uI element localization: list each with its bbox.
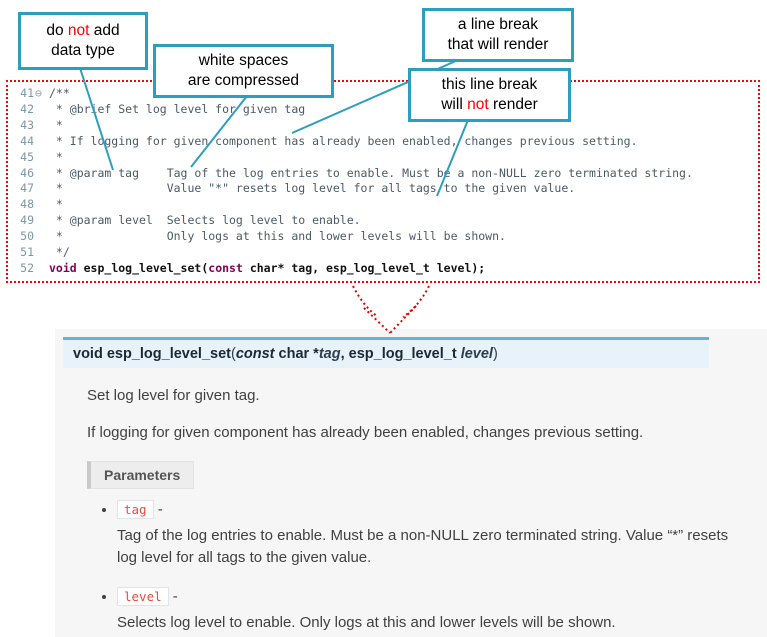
callout-whitespace-compressed-text: white spaces are compressed — [187, 51, 300, 89]
parameter-dash: - — [168, 587, 178, 605]
sig-keyword-void: void — [73, 346, 107, 362]
code-text: * — [49, 117, 63, 132]
parameters-heading: Parameters — [87, 460, 195, 489]
code-line: 43 * — [12, 118, 758, 134]
line-number: 47 — [20, 181, 34, 196]
parameter-description: Selects log level to enable. Only logs a… — [117, 613, 616, 631]
code-line: 45 * — [12, 150, 758, 166]
sig-paren: ) — [492, 346, 498, 362]
code-line: 49 * @param level Selects log level to e… — [12, 213, 758, 229]
line-number: 48 — [20, 197, 34, 212]
doc-preview-panel: void esp_log_level_set(const char *tag, … — [55, 329, 767, 637]
callout-text-highlight: not — [467, 96, 489, 113]
line-number: 44 — [20, 133, 34, 148]
parameter-term: tag — [117, 499, 154, 519]
callout-line-break-renders: a line break that will render — [422, 8, 574, 62]
code-text: * — [49, 149, 63, 164]
sig-param-level: level — [460, 346, 493, 362]
line-number: 46 — [20, 165, 34, 180]
line-number: 41 — [20, 86, 34, 100]
keyword-const: const — [208, 260, 243, 275]
code-text: * — [49, 197, 63, 212]
code-line-function-declaration: 52 void esp_log_level_set(const char* tag… — [12, 261, 758, 277]
callout-line-break-not-render-text: this line break will not render — [441, 75, 538, 115]
callout-text-part: render — [488, 96, 538, 113]
code-text: * @brief Set log level for given tag — [49, 101, 306, 116]
code-text: * Value "*" resets log level for all tag… — [49, 181, 576, 196]
code-line: 44 * If logging for given component has … — [12, 134, 758, 150]
line-number: 42 — [20, 101, 34, 116]
code-line: 42 * @brief Set log level for given tag — [12, 102, 758, 118]
fold-collapse-icon[interactable]: ⊖ — [35, 86, 42, 100]
sig-keyword-const: const — [235, 346, 275, 362]
doc-description: If logging for given component has alrea… — [87, 423, 644, 441]
line-number: 52 — [20, 260, 34, 275]
callout-text-part: do — [46, 21, 68, 39]
sig-type: esp_log_level_t — [348, 346, 461, 362]
function-args: char* tag, esp_log_level_t level); — [242, 260, 486, 275]
keyword-void: void — [49, 260, 77, 275]
doc-brief: Set log level for given tag. — [87, 387, 260, 404]
doc-body: Set log level for given tag. If logging … — [55, 368, 767, 634]
function-signature[interactable]: void esp_log_level_set(const char *tag, … — [63, 337, 709, 368]
parameter-item-level: level - Selects log level to enable. Onl… — [117, 586, 741, 635]
line-number: 51 — [20, 245, 34, 260]
callout-text-highlight: not — [67, 21, 90, 39]
callout-line-break-not-render: this line break will not render — [408, 68, 571, 122]
callout-no-data-type-text: do not add data type — [46, 21, 119, 61]
renders-to-arrow-icon — [352, 285, 430, 334]
callout-no-data-type: do not add data type — [18, 12, 148, 70]
line-number: 49 — [20, 213, 34, 228]
sig-paren: ( — [230, 346, 236, 362]
line-number: 43 — [20, 117, 34, 132]
code-text: * @param tag Tag of the log entries to e… — [49, 165, 693, 180]
sig-type: char * — [274, 346, 319, 362]
function-name: esp_log_level_set — [76, 260, 202, 275]
code-text: * If logging for given component has alr… — [49, 133, 638, 148]
parameter-dash: - — [153, 500, 163, 518]
code-line: 47 * Value "*" resets log level for all … — [12, 181, 758, 197]
line-number: 45 — [20, 149, 34, 164]
code-text: * @param level Selects log level to enab… — [49, 213, 361, 228]
callout-line-break-renders-text: a line break that will render — [447, 15, 549, 53]
parameters-list: tag - Tag of the log entries to enable. … — [117, 499, 741, 635]
sig-comma: , — [340, 346, 349, 362]
code-line: 50 * Only logs at this and lower levels … — [12, 229, 758, 245]
callout-whitespace-compressed: white spaces are compressed — [153, 44, 334, 98]
code-line: 41⊖ /** — [12, 86, 758, 102]
code-text: /** — [49, 86, 70, 100]
code-editor: 41⊖ /** 42 * @brief Set log level for giv… — [6, 80, 760, 283]
sig-function-name: esp_log_level_set — [106, 346, 231, 362]
paren: ( — [201, 260, 209, 275]
callout-text-part: add data type — [51, 21, 120, 59]
code-line: 51 */ — [12, 245, 758, 261]
code-text: * Only logs at this and lower levels wil… — [49, 229, 506, 244]
parameter-description: Tag of the log entries to enable. Must b… — [117, 526, 729, 567]
code-line: 46 * @param tag Tag of the log entries t… — [12, 166, 758, 182]
parameter-item-tag: tag - Tag of the log entries to enable. … — [117, 499, 741, 570]
code-line: 48 * — [12, 197, 758, 213]
line-number: 50 — [20, 229, 34, 244]
parameter-term: level — [117, 586, 169, 606]
code-text: */ — [49, 245, 70, 260]
sig-param-tag: tag — [318, 346, 341, 362]
